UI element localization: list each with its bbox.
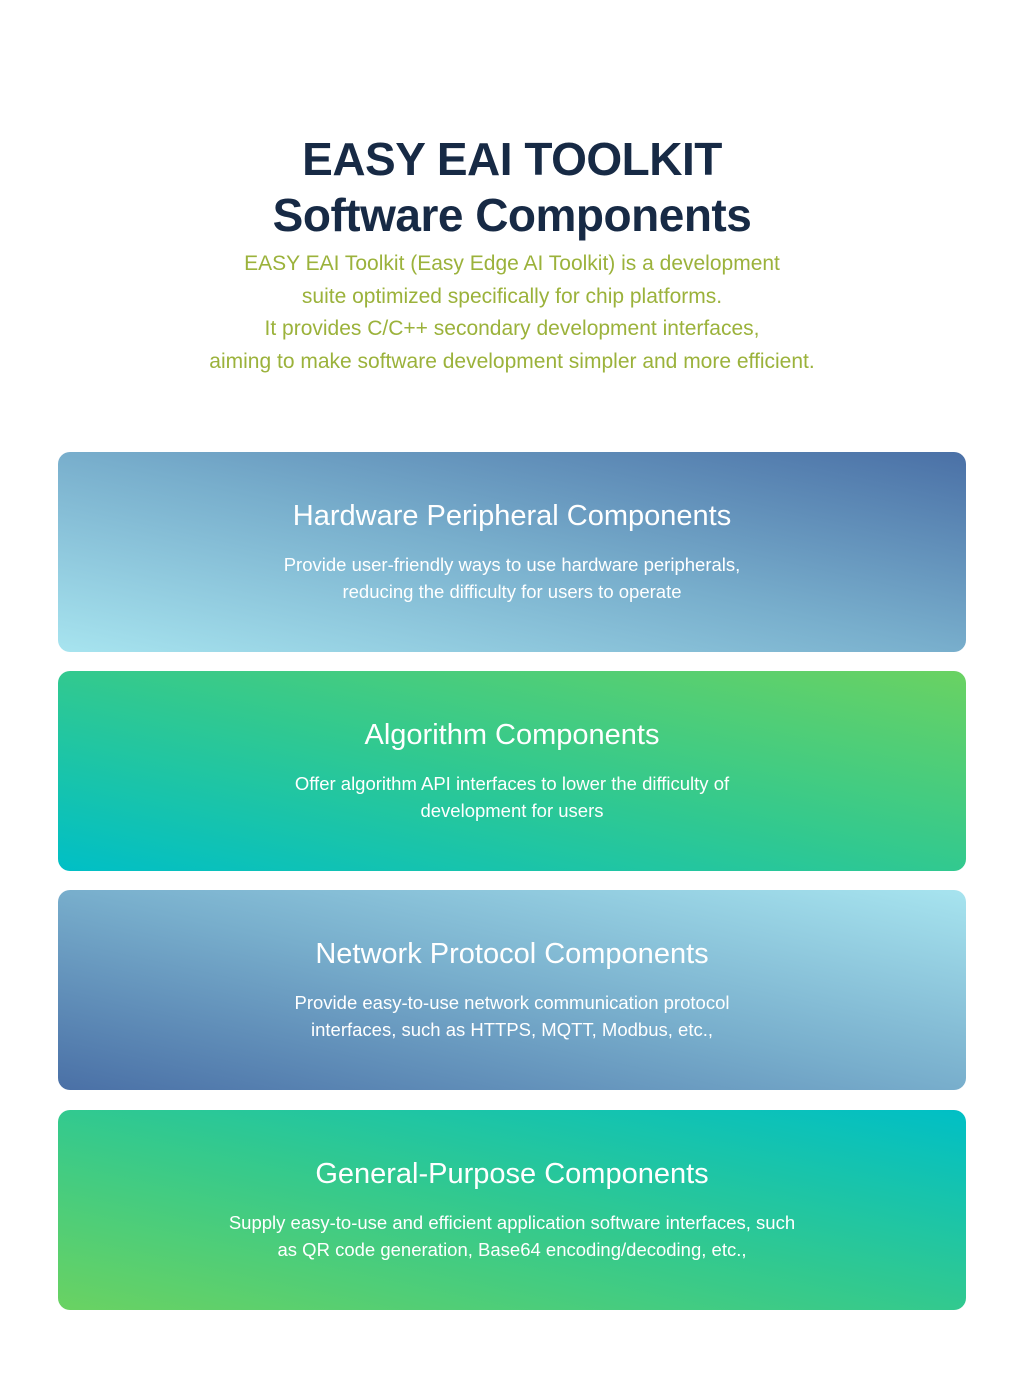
intro-line-1: EASY EAI Toolkit (Easy Edge AI Toolkit) … (244, 252, 780, 275)
card-description-line: as QR code generation, Base64 encoding/d… (277, 1239, 747, 1260)
intro-line-4: aiming to make software development simp… (209, 349, 815, 373)
card-description: Provide user-friendly ways to use hardwa… (158, 551, 866, 605)
card-description-line: Offer algorithm API interfaces to lower … (294, 773, 730, 794)
card-description-line: interfaces, such as HTTPS, MQTT, Modbus,… (311, 1019, 713, 1040)
card-description: Offer algorithm API interfaces to lower … (158, 770, 866, 824)
card-title: General-Purpose Components (315, 1158, 709, 1190)
intro-line-2: suite optimized specifically for chip pl… (301, 284, 723, 308)
card-algorithm-components: Algorithm Components Offer algorithm API… (58, 671, 966, 871)
card-hardware-peripheral-components: Hardware Peripheral Components Provide u… (58, 452, 966, 652)
intro-line-3: It provides C/C++ secondary development … (264, 317, 760, 340)
card-title: Network Protocol Components (315, 938, 709, 970)
page-title-line-1: EASY EAI TOOLKIT (302, 132, 722, 185)
card-description-line: Provide easy-to-use network communicatio… (294, 992, 730, 1013)
card-description-line: Provide user-friendly ways to use hardwa… (283, 554, 741, 575)
page-title-line-2: Software Components (272, 188, 752, 241)
card-network-protocol-components: Network Protocol Components Provide easy… (58, 890, 966, 1090)
card-description-line: development for users (420, 800, 604, 821)
card-description-line: reducing the difficulty for users to ope… (342, 581, 682, 602)
card-title: Hardware Peripheral Components (292, 500, 732, 532)
card-description: Provide easy-to-use network communicatio… (158, 989, 866, 1043)
card-description-line: Supply easy-to-use and efficient applica… (228, 1212, 796, 1233)
intro-paragraph: EASY EAI Toolkit (Easy Edge AI Toolkit) … (112, 248, 912, 378)
card-general-purpose-components: General-Purpose Components Supply easy-t… (58, 1110, 966, 1310)
card-title: Algorithm Components (364, 719, 660, 751)
page-title: EASY EAI TOOLKIT Software Components (0, 131, 1024, 243)
card-description: Supply easy-to-use and efficient applica… (158, 1209, 866, 1263)
